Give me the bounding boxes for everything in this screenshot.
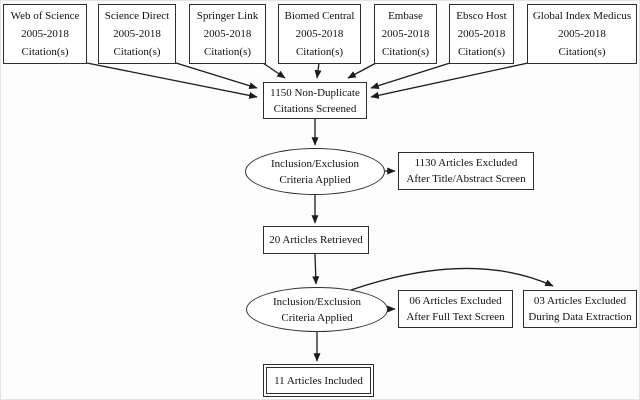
source-period: 2005-2018	[203, 28, 252, 40]
criteria1-line2: Criteria Applied	[279, 173, 351, 186]
source-name: Embase	[388, 10, 423, 22]
excluded-data-extraction-box: 03 Articles Excluded During Data Extract…	[523, 290, 637, 328]
excluded-extraction-line2: During Data Extraction	[528, 311, 632, 323]
arrow-web-of-science-to-screened	[86, 62, 258, 99]
criteria2-line2: Criteria Applied	[281, 311, 353, 324]
source-name: Ebsco Host	[456, 10, 507, 22]
excluded-title-line1: 1130 Articles Excluded	[414, 157, 518, 169]
articles-included-label: 11 Articles Included	[274, 374, 363, 387]
articles-retrieved-box: 20 Articles Retrieved	[263, 226, 369, 254]
source-box-biomed-central: Biomed Central 2005-2018 Citation(s)	[278, 4, 361, 64]
source-label: Citation(s)	[457, 46, 506, 58]
arrow-ebsco-host-to-screened	[370, 62, 451, 89]
source-name: Web of Science	[10, 10, 80, 22]
arrow-springer-link-to-screened	[262, 62, 286, 79]
source-label: Citation(s)	[21, 46, 69, 58]
criteria1-line1: Inclusion/Exclusion	[271, 157, 359, 170]
arrow-biomed-central-to-screened	[314, 62, 322, 79]
source-box-embase: Embase 2005-2018 Citation(s)	[374, 4, 437, 64]
excluded-title-line2: After Title/Abstract Screen	[406, 173, 526, 185]
source-period: 2005-2018	[113, 28, 161, 40]
source-box-ebsco-host: Ebsco Host 2005-2018 Citation(s)	[449, 4, 514, 64]
source-box-web-of-science: Web of Science 2005-2018 Citation(s)	[3, 4, 87, 64]
non-duplicate-citations-box: 1150 Non-Duplicate Citations Screened	[263, 82, 367, 119]
source-box-springer-link: Springer Link 2005-2018 Citation(s)	[189, 4, 266, 64]
excluded-fulltext-line2: After Full Text Screen	[406, 311, 505, 323]
source-name: Science Direct	[104, 10, 170, 22]
source-label: Citation(s)	[295, 46, 344, 58]
source-period: 2005-2018	[21, 28, 69, 40]
excluded-title-abstract-box: 1130 Articles Excluded After Title/Abstr…	[398, 152, 534, 190]
source-period: 2005-2018	[558, 28, 606, 40]
source-period: 2005-2018	[381, 28, 430, 40]
arrow-science-direct-to-screened	[175, 62, 258, 90]
source-box-science-direct: Science Direct 2005-2018 Citation(s)	[98, 4, 176, 64]
arrow-retrieved-to-criteria2	[312, 253, 320, 285]
arrow-global-index-to-screened	[370, 62, 529, 99]
non-duplicate-line2: Citations Screened	[273, 102, 357, 115]
articles-retrieved-label: 20 Articles Retrieved	[269, 234, 363, 246]
excluded-extraction-line1: 03 Articles Excluded	[533, 295, 627, 307]
excluded-fulltext-line1: 06 Articles Excluded	[409, 295, 502, 307]
criteria-applied-ellipse-2: Inclusion/Exclusion Criteria Applied	[246, 287, 388, 332]
arrow-criteria2-to-excluded-extraction	[350, 267, 554, 291]
non-duplicate-line1: 1150 Non-Duplicate	[270, 86, 360, 99]
criteria-applied-ellipse-1: Inclusion/Exclusion Criteria Applied	[245, 148, 385, 195]
source-label: Citation(s)	[381, 46, 430, 58]
source-period: 2005-2018	[457, 28, 506, 40]
source-label: Citation(s)	[203, 46, 252, 58]
source-period: 2005-2018	[295, 28, 344, 40]
source-name: Springer Link	[196, 10, 259, 22]
source-name: Biomed Central	[284, 10, 355, 22]
source-box-global-index-medicus: Global Index Medicus 2005-2018 Citation(…	[527, 4, 637, 64]
arrow-embase-to-screened	[347, 62, 377, 79]
source-name: Global Index Medicus	[532, 10, 632, 22]
articles-included-inner-border: 11 Articles Included	[266, 367, 371, 394]
excluded-full-text-box: 06 Articles Excluded After Full Text Scr…	[398, 290, 513, 328]
source-label: Citation(s)	[558, 46, 606, 58]
articles-included-box: 11 Articles Included	[263, 364, 374, 397]
criteria2-line1: Inclusion/Exclusion	[273, 295, 361, 308]
source-label: Citation(s)	[113, 46, 161, 58]
